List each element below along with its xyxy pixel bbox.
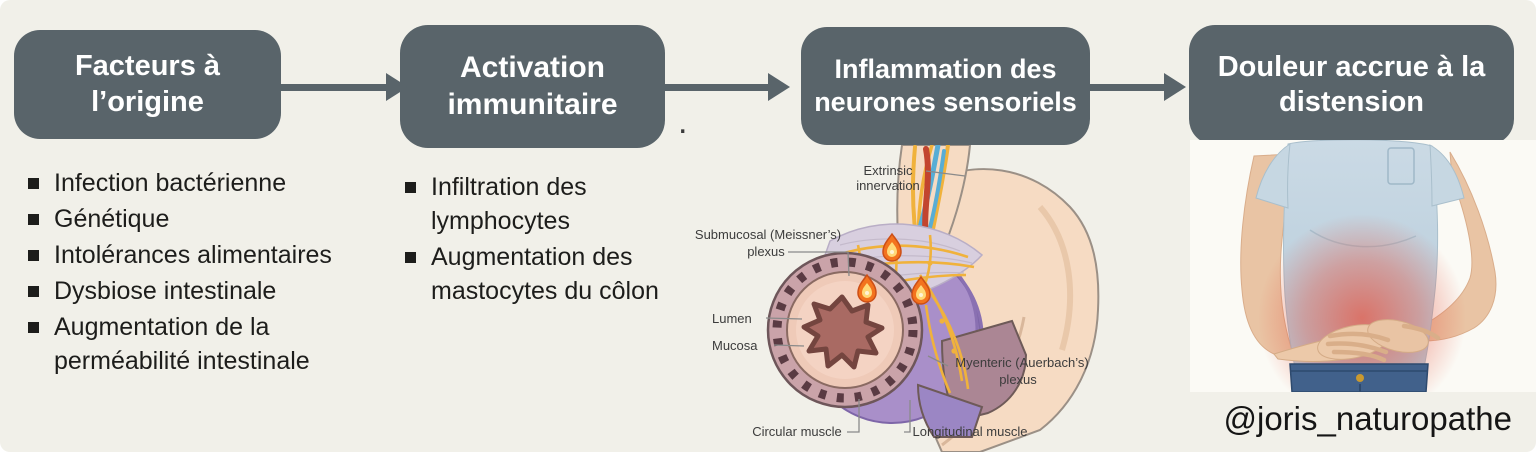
list-item-text: Augmentation des mastocytes du côlon [431, 243, 659, 305]
list-item-text: Dysbiose intestinale [54, 277, 277, 305]
label-extrinsic-innervation: innervation [856, 178, 920, 193]
list-item-text: Infiltration des lymphocytes [431, 173, 587, 235]
list-item: Infiltration des lymphocytes [405, 170, 663, 238]
flow-arrow-1 [281, 73, 408, 101]
lumen-star [801, 294, 885, 370]
step-title-line: Inflammation des [834, 54, 1057, 85]
list-item-text: Infection bactérienne [54, 169, 287, 197]
right-sleeve [1429, 144, 1465, 207]
list-item: Augmentation de la perméabilité intestin… [28, 310, 380, 378]
arrow-head-icon [386, 73, 408, 101]
list-item: Infection bactérienne [28, 166, 380, 200]
cross-section-face [766, 251, 924, 409]
list-item: Augmentation des mastocytes du côlon [405, 240, 663, 308]
step-box-inflammation: Inflammation des neurones sensoriels [801, 27, 1090, 145]
square-bullet-icon [405, 182, 416, 193]
step-title-line: neurones sensoriels [814, 87, 1077, 117]
flame-icon [882, 232, 902, 262]
list-item: Génétique [28, 202, 380, 236]
square-bullet-icon [28, 286, 39, 297]
list-item: Intolérances alimentaires [28, 238, 380, 272]
square-bullet-icon [28, 214, 39, 225]
label-extrinsic-innervation: Extrinsic [863, 163, 913, 178]
arrow-head-icon [1164, 73, 1186, 101]
watermark-handle: @joris_naturopathe [1223, 400, 1512, 437]
period-artifact: . [678, 103, 688, 141]
label-submucosal-plexus: Submucosal (Meissner’s) [695, 227, 841, 242]
intestine-cross-section-illustration: Extrinsic innervation Submucosal (Meissn… [695, 145, 1100, 452]
left-sleeve [1255, 143, 1291, 209]
step-title-line: Facteurs à [74, 50, 221, 83]
anatomy-labels: Extrinsic innervation Submucosal (Meissn… [695, 163, 1089, 439]
label-circular-muscle: Circular muscle [752, 424, 842, 439]
hands [1273, 319, 1441, 363]
square-bullet-icon [28, 322, 39, 333]
factors-list: Infection bactérienne Génétique Intoléra… [28, 166, 380, 380]
arrow-head-icon [768, 73, 790, 101]
flame-icon [857, 273, 877, 303]
step-box-facteurs: Facteurs à l’origine [14, 30, 281, 139]
step-title-line: distension [1278, 86, 1424, 118]
flame-icon [911, 275, 931, 305]
label-longitudinal-muscle: Longitudinal muscle [913, 424, 1028, 439]
arrow-shaft [281, 83, 386, 91]
list-item-text: Intolérances alimentaires [54, 241, 332, 269]
arrow-shaft [1090, 83, 1164, 91]
label-mucosa: Mucosa [712, 338, 758, 353]
immune-list: Infiltration des lymphocytes Augmentatio… [405, 170, 663, 310]
abdominal-pain-photo [1190, 140, 1536, 392]
step-box-activation: Activation immunitaire [400, 25, 665, 148]
step-title-line: l’origine [91, 85, 204, 118]
flow-arrow-3 [1090, 73, 1186, 101]
label-submucosal-plexus: plexus [747, 244, 785, 259]
shirt-pocket [1387, 147, 1415, 185]
label-myenteric-plexus: Myenteric (Auerbach’s) [955, 355, 1088, 370]
step-title-line: immunitaire [447, 87, 618, 121]
label-myenteric-plexus: plexus [999, 372, 1037, 387]
arrow-shaft [665, 83, 768, 91]
step-box-douleur: Douleur accrue à la distension [1189, 25, 1514, 145]
square-bullet-icon [28, 178, 39, 189]
list-item-text: Augmentation de la perméabilité intestin… [54, 313, 310, 375]
jeans [1289, 363, 1429, 392]
square-bullet-icon [405, 252, 416, 263]
list-item: Dysbiose intestinale [28, 274, 380, 308]
label-lumen: Lumen [712, 311, 752, 326]
list-item-text: Génétique [54, 205, 170, 233]
step-title-line: Activation [459, 50, 606, 84]
flow-arrow-2 [665, 73, 790, 101]
square-bullet-icon [28, 250, 39, 261]
step-title-line: Douleur accrue à la [1217, 50, 1486, 83]
